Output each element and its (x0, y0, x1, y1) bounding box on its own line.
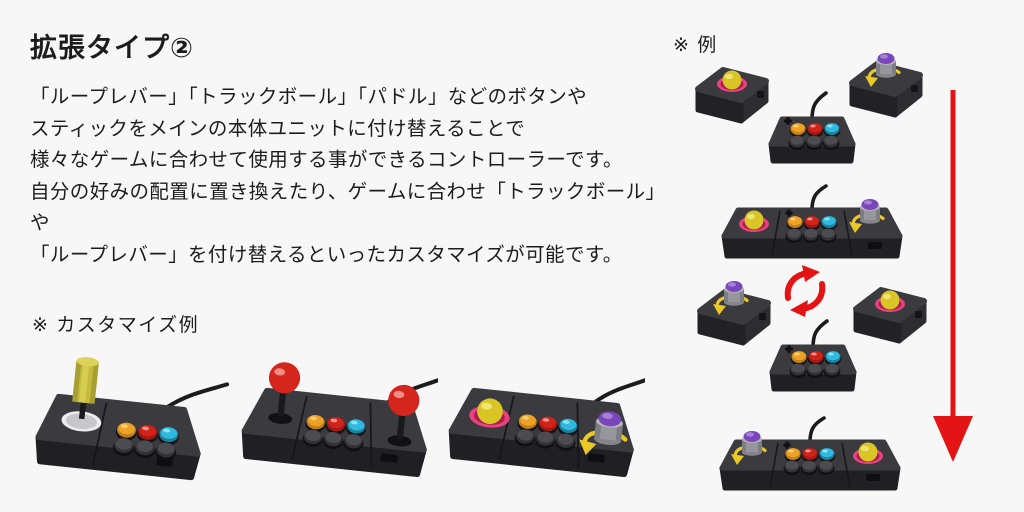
description-line: 様々なゲームに合わせて使用する事ができるコントローラーです。 (30, 149, 623, 171)
down-arrow-icon (933, 90, 973, 462)
trackball-paddle-controller-image (440, 338, 645, 498)
button-cluster-icon (112, 421, 180, 462)
description-line: スティックをメインの本体ユニットに付け替えることで (30, 117, 526, 140)
customize-example-label: ※ カスタマイズ例 (32, 315, 200, 336)
main-unit-image (763, 318, 863, 392)
paddle-unit-image (694, 279, 774, 350)
trackball-unit-image (692, 54, 772, 128)
button-cluster-icon (301, 413, 367, 453)
paddle-unit-image (846, 51, 926, 122)
twin-lever-controller-image (233, 338, 438, 498)
description-line: 「ループレバー」を付け替えるといったカスタマイズが可能です。 (30, 243, 623, 266)
description-paragraph: 「ループレバー」「トラックボール」「パドル」などのボタンや スティックをメインの… (30, 82, 670, 271)
combined-unit-trackball-left-image (716, 184, 908, 266)
page-title: 拡張タイプ② (30, 33, 194, 63)
description-line: 自分の好みの配置に置き換えたり、ゲームに合わせ「トラックボール」や (30, 180, 666, 235)
swap-arrows-icon (776, 262, 834, 320)
button-cluster-icon (513, 413, 580, 452)
loop-lever-icon (60, 355, 109, 434)
loop-lever-controller-image (35, 355, 230, 481)
description-line: 「ループレバー」「トラックボール」「パドル」などのボタンや (30, 86, 588, 108)
example-label: ※ 例 (673, 35, 718, 56)
combined-unit-paddle-left-image (714, 416, 906, 498)
